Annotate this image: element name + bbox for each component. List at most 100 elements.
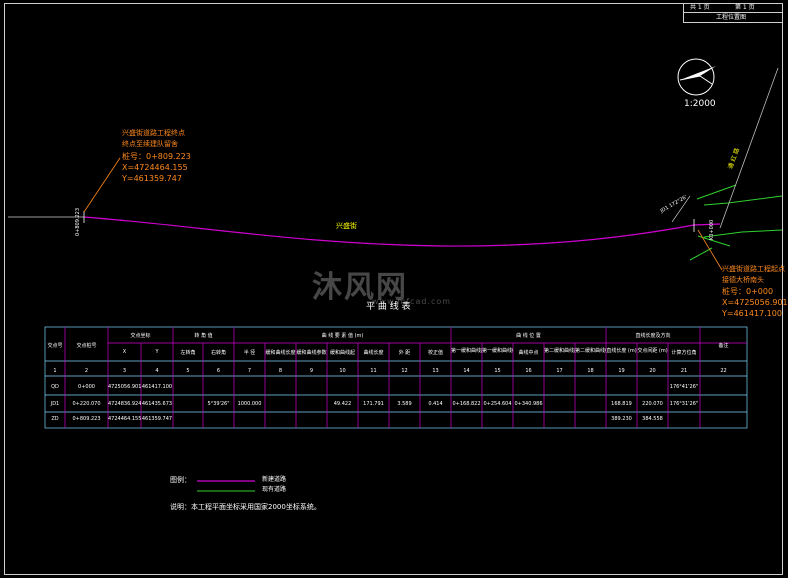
- legend-existing-road-label: 现有道路: [262, 486, 287, 493]
- right-station-label: K0+000: [709, 219, 715, 240]
- table-header-cell: 直线长度 (m): [606, 348, 637, 354]
- table-header-cell: X: [122, 349, 127, 355]
- table-header-cell: 缓和曲线长度: [265, 350, 296, 356]
- table-row-cell: 168.819: [611, 401, 632, 407]
- table-header-cell: 交点号: [47, 343, 63, 349]
- table-header-cell: 交点间距 (m): [637, 348, 668, 354]
- table-row-cell: 4724464.155: [108, 416, 141, 422]
- page-number: 第 1 页: [735, 4, 755, 11]
- table-header-group: 曲 线 要 素 值 (m): [321, 333, 364, 339]
- table-row-cell: 3.589: [397, 401, 412, 407]
- table-row-cell: 176°41'26": [669, 384, 699, 390]
- table-header-group: 曲 线 位 置: [516, 333, 541, 339]
- table-col-number: 19: [618, 368, 625, 374]
- table-col-number: 18: [587, 368, 594, 374]
- new-road-centerline: [83, 216, 721, 247]
- table-header-cell: 外 距: [398, 350, 411, 356]
- table-header-cell: 备注: [718, 343, 729, 349]
- table-col-number: 17: [556, 368, 563, 374]
- table-row-cell: 461435.673: [141, 401, 173, 407]
- table-col-number: 20: [649, 368, 656, 374]
- table-row-cell: 171.791: [363, 401, 384, 407]
- table-col-number: 12: [401, 368, 408, 374]
- table-columns: [64, 327, 701, 428]
- table-header-group: 转 角 值: [194, 333, 213, 339]
- table-header-group: 直线长度及方向: [635, 333, 671, 339]
- table-header-cell: 第一缓和曲线起点: [451, 348, 482, 354]
- start-annotation-line2: 终点至续建队留舍: [122, 140, 178, 148]
- scale-label: 1:2000: [684, 99, 716, 109]
- table-row-cell: 389.230: [611, 416, 632, 422]
- table-row-cell: 0+254.604: [483, 401, 512, 407]
- table-col-number: 2: [84, 368, 89, 374]
- table-row-cell: 0+000: [78, 384, 95, 390]
- road-name-label: 兴盛街: [336, 222, 357, 230]
- table-title: 平 曲 线 表: [366, 302, 411, 312]
- table-col-number: 22: [720, 368, 727, 374]
- table-row-cell: JD1: [50, 401, 60, 407]
- table-header-cell: 第二缓和曲线终点: [575, 348, 606, 354]
- table-col-number: 4: [155, 368, 159, 374]
- table-header-cell: 左转角: [180, 350, 196, 356]
- table-header-cell: 计算方位角: [671, 350, 697, 356]
- title-block: [683, 3, 783, 23]
- table-col-number: 6: [216, 368, 221, 374]
- end-annotation-x: X=4725056.901: [722, 298, 788, 307]
- table-row-cell: 0+809.223: [72, 416, 101, 422]
- table-row-cell: 0+168.822: [452, 401, 481, 407]
- end-annotation-y: Y=461417.100: [722, 309, 782, 318]
- table-header-cell: 曲线长度: [363, 350, 384, 356]
- drawing-name: 工程位置图: [716, 14, 747, 21]
- table-col-number: 9: [309, 368, 314, 374]
- end-annotation-line1: 兴盛街道路工程起点: [722, 265, 785, 273]
- table-col-number: 13: [432, 368, 439, 374]
- table-row-cell: 0+220.070: [72, 401, 101, 407]
- table-row-cell: 176°31'26": [669, 401, 699, 407]
- legend-new-road-label: 新建道路: [262, 476, 287, 483]
- table-header-cell: 交点桩号: [76, 343, 97, 349]
- table-grid: [44, 326, 748, 429]
- table-col-number: 10: [339, 368, 346, 374]
- end-leader-line: [697, 229, 723, 271]
- table-col-number: 16: [525, 368, 532, 374]
- table-row-cell: 461417.100: [141, 384, 173, 390]
- table-row-cell: 384.558: [642, 416, 663, 422]
- table-row-cell: 461359.747: [141, 416, 173, 422]
- table-header-cell: 右转角: [210, 350, 226, 356]
- end-annotation-line2: 接德大桥南头: [722, 276, 764, 284]
- table-row-cell: 0+340.986: [514, 401, 543, 407]
- title-block-divider: [683, 3, 783, 13]
- table-header-cell: 校正值: [427, 350, 443, 356]
- table-row-cell: 4725056.901: [108, 384, 141, 390]
- legend-title: 图例：: [170, 476, 191, 484]
- drawing-frame: [4, 3, 783, 575]
- table-header-cell: 缓和曲线起: [329, 350, 355, 356]
- table-row-cell: QD: [51, 384, 59, 390]
- table-col-number: 1: [53, 368, 57, 374]
- drawing-note: 说明：本工程平面坐标采用国家2000坐标系统。: [170, 503, 321, 511]
- table-col-number: 3: [122, 368, 127, 374]
- end-annotation-chainage: 桩号：0+000: [722, 287, 774, 296]
- curve-table: 交点坐标转 角 值曲 线 要 素 值 (m)曲 线 位 置直线长度及方向交点号交…: [45, 327, 747, 428]
- table-row-cell: 220.070: [642, 401, 663, 407]
- table-col-number: 7: [247, 368, 252, 374]
- start-annotation-line1: 兴盛街道路工程终点: [122, 129, 185, 137]
- existing-road-grey: [719, 67, 779, 229]
- table-header-cell: 半 径: [243, 350, 256, 356]
- table-col-number: 15: [494, 368, 501, 374]
- table-col-number: 21: [680, 368, 688, 374]
- start-leader-line: [83, 157, 121, 213]
- watermark-logo: 沐风网: [312, 270, 408, 305]
- north-arrow-icon: [677, 58, 716, 96]
- table-row-cell: 4724836.924: [108, 401, 141, 407]
- table-row-cell: 5°39'26": [207, 401, 230, 407]
- table-header-cell: Y: [155, 349, 159, 355]
- watermark-url: www.mfcad.com: [372, 297, 452, 306]
- table-col-number: 14: [463, 368, 470, 374]
- start-annotation-chainage: 桩号：0+809.223: [122, 152, 191, 161]
- left-station-label: 0+809.223: [75, 207, 81, 236]
- table-header-group: 交点坐标: [130, 333, 151, 339]
- table-header-cell: 第二缓和曲线起点或圆曲线终点: [544, 348, 575, 354]
- start-annotation-y: Y=461359.747: [122, 174, 182, 183]
